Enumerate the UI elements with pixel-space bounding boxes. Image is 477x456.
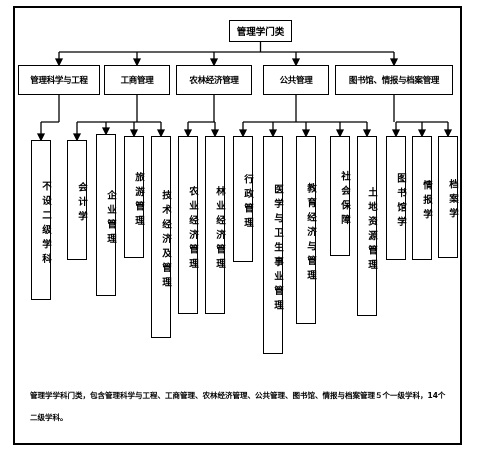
category-node: 管理科学与工程 [18,65,100,95]
subject-arrow [391,129,401,138]
category-node: 图书馆、情报与档案管理 [335,65,453,95]
subject-arrow [129,129,139,138]
subject-arrow [335,129,345,138]
subject-node: 医学与卫生事业管理 [263,136,283,354]
subject-arrow [101,127,111,136]
subject-arrow [268,129,278,138]
subject-arrow [156,129,166,138]
subject-arrow [183,129,193,138]
category-arrow [389,58,399,67]
category-arrow [132,58,142,67]
subject-node: 行政管理 [233,136,253,262]
subject-arrow [362,129,372,138]
category-node: 农林经济管理 [176,65,252,95]
subject-arrow [301,129,311,138]
subject-arrow [210,129,220,138]
subject-node: 情报学 [412,136,432,260]
subject-arrow [36,133,46,142]
subject-arrow [443,129,453,138]
subject-arrow [417,129,427,138]
root-node: 管理学门类 [229,20,292,42]
subject-node: 林业经济管理 [205,136,225,314]
subject-node: 农业经济管理 [178,136,198,314]
connector-lines [36,42,453,142]
category-arrow [291,58,301,67]
subject-node: 档案学 [438,136,458,258]
subject-arrow [238,129,248,138]
subject-node: 不设二级学科 [31,140,51,300]
subject-node: 教育经济与管理 [296,136,316,324]
subject-node: 土地资源管理 [357,136,377,316]
subject-node: 企业管理 [96,134,116,296]
category-arrow [54,58,64,67]
diagram-frame [13,6,462,445]
subject-node: 图书馆学 [386,136,406,260]
caption-text: 管理学学科门类，包含管理科学与工程、工商管理、农林经济管理、公共管理、图书馆、情… [30,391,446,422]
category-arrow [209,58,219,67]
subject-arrow [72,133,82,142]
subject-node: 会计学 [67,140,87,260]
subject-node: 旅游管理 [124,136,144,258]
category-node: 工商管理 [104,65,170,95]
subject-node: 技术经济及管理 [151,136,171,338]
category-node: 公共管理 [263,65,329,95]
subject-node: 社会保障 [330,136,350,256]
